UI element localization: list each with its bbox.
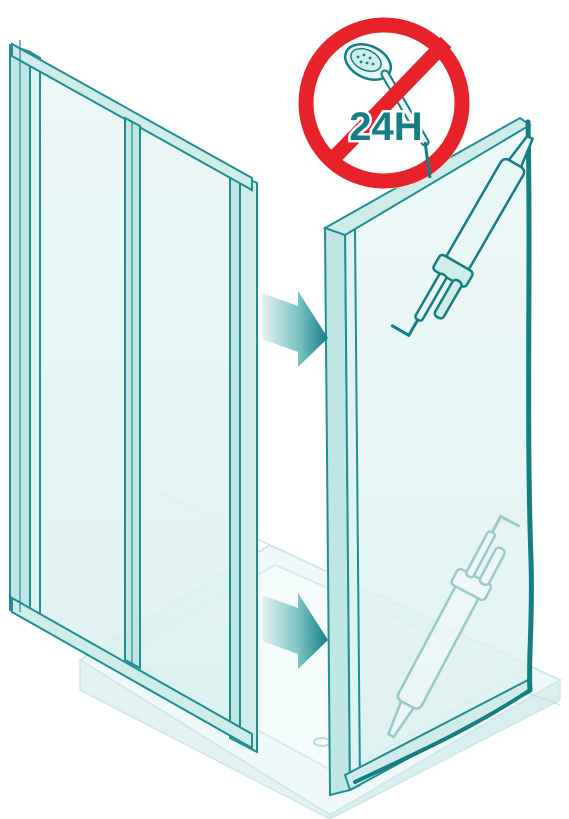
no-shower-icon: 24H <box>298 17 470 189</box>
bifold-door-panel <box>10 40 257 752</box>
badge-24h-text: 24H <box>349 105 422 149</box>
